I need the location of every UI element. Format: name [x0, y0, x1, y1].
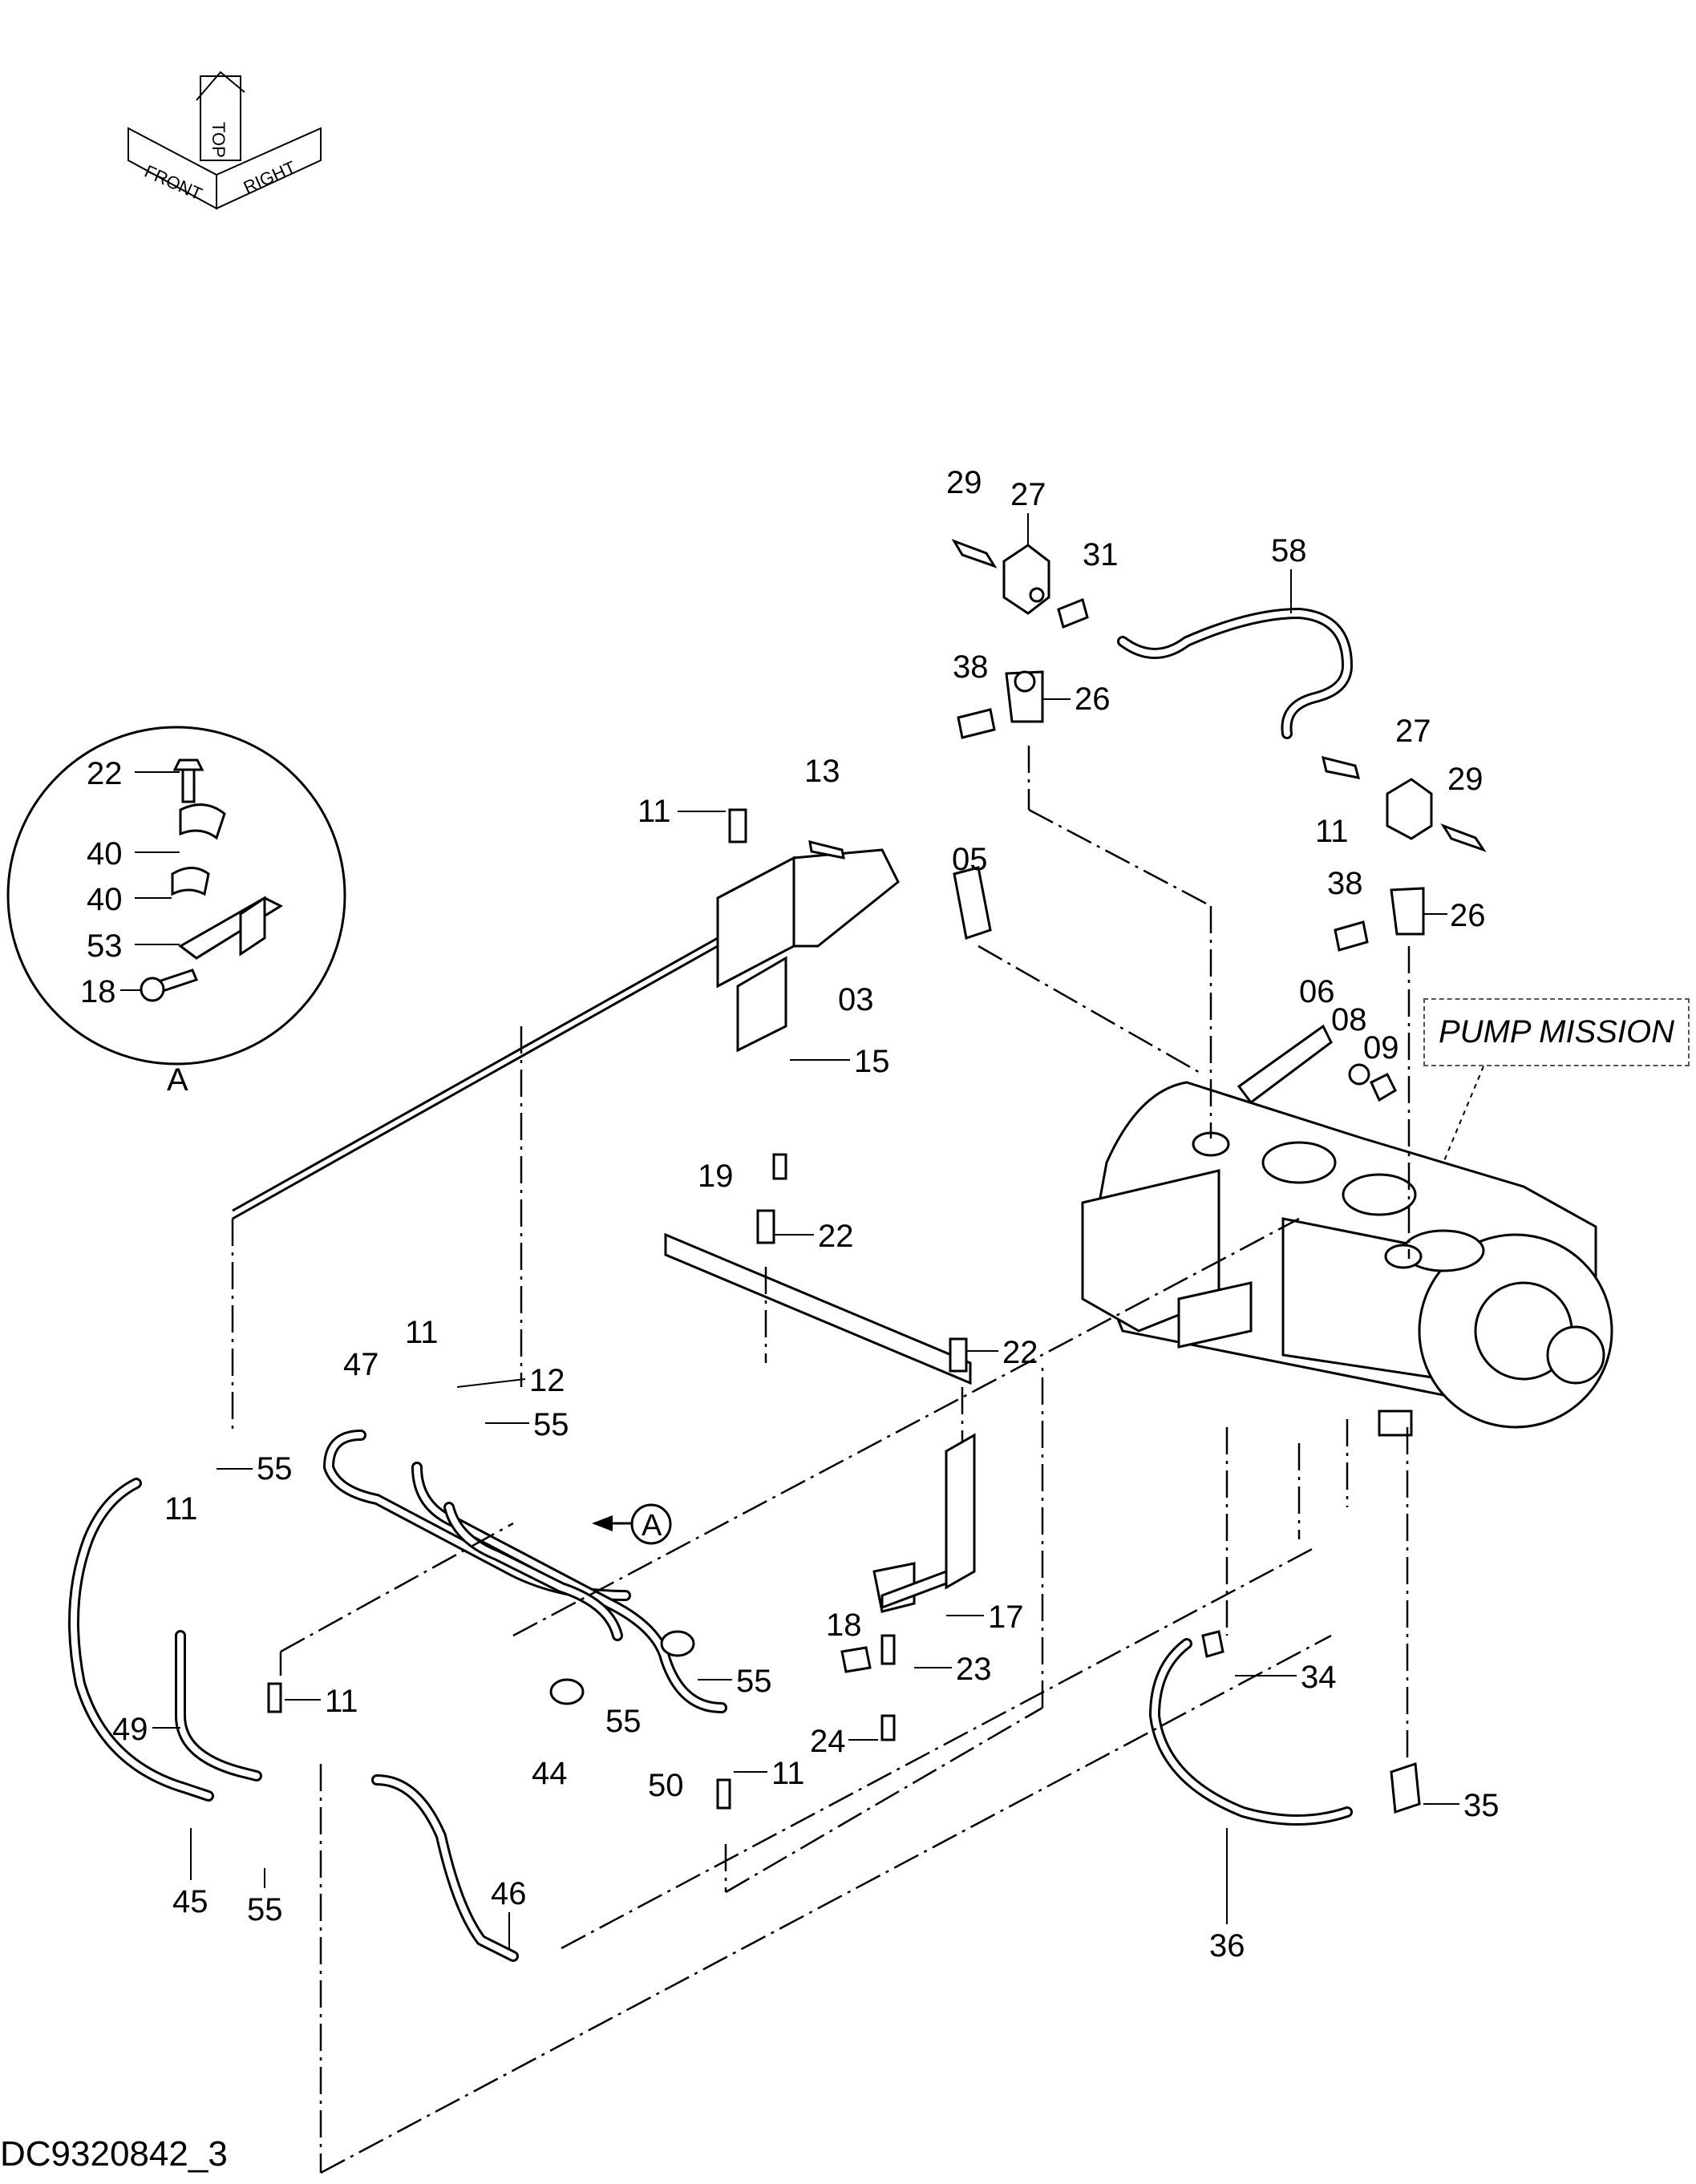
part-label-15: 15: [854, 1044, 890, 1079]
part-label-12: 12: [529, 1363, 565, 1398]
plates: [664, 1024, 1397, 1483]
part-label-26a: 26: [1075, 681, 1111, 717]
part-label-36: 36: [1209, 1928, 1245, 1964]
detail-a-marker: A: [592, 1503, 672, 1545]
part-label-11a: 11: [638, 794, 671, 829]
part-label-24: 24: [810, 1724, 846, 1759]
orientation-icon: FRONT TOP RIGHT: [128, 71, 322, 210]
part-label-27b: 27: [1395, 714, 1431, 749]
part-label-46: 46: [491, 1876, 527, 1911]
detail-a-marker-label: A: [642, 1509, 662, 1543]
part-label-55b: 55: [257, 1451, 293, 1486]
pump-assembly: [1081, 1081, 1613, 1437]
part-label-27a: 27: [1010, 477, 1046, 512]
detail-label-40b: 40: [87, 882, 123, 917]
orientation-top-label: TOP: [208, 122, 229, 158]
part-label-29b: 29: [1447, 762, 1483, 797]
part-label-29a: 29: [946, 465, 982, 500]
hose-group-left: [68, 1430, 1421, 1962]
part-label-26b: 26: [1450, 898, 1486, 933]
part-label-11c: 11: [405, 1315, 439, 1350]
sensor-assembly-upper: [951, 539, 1487, 1259]
part-label-17: 17: [988, 1600, 1024, 1635]
part-label-11f: 11: [771, 1756, 805, 1791]
detail-label-22: 22: [87, 756, 123, 791]
part-label-58: 58: [1271, 533, 1307, 568]
part-label-55e: 55: [247, 1892, 283, 1927]
part-label-11e: 11: [325, 1684, 358, 1719]
part-label-34: 34: [1301, 1660, 1337, 1695]
part-label-06: 06: [1299, 974, 1335, 1009]
part-label-38b: 38: [1327, 866, 1363, 901]
part-label-08: 08: [1331, 1002, 1367, 1037]
part-label-44: 44: [532, 1756, 568, 1791]
part-label-55a: 55: [533, 1407, 569, 1442]
detail-a-circle: 22 40 40 53 18 A: [6, 726, 346, 1098]
part-label-55d: 55: [605, 1704, 642, 1739]
orientation-front-label: FRONT: [141, 161, 204, 204]
part-label-22b: 22: [1002, 1335, 1038, 1370]
part-label-35: 35: [1463, 1788, 1500, 1823]
part-label-31: 31: [1083, 537, 1119, 572]
detail-label-18: 18: [80, 974, 116, 1009]
reference-lines: [231, 1026, 1484, 2174]
part-label-49: 49: [112, 1712, 148, 1747]
part-label-18a: 18: [826, 1608, 862, 1643]
part-label-19: 19: [698, 1159, 734, 1194]
orientation-right-label: RIGHT: [241, 157, 299, 198]
pump-mission-callout: PUMP MISSION: [1423, 998, 1690, 1066]
part-label-45: 45: [172, 1884, 208, 1919]
part-label-13: 13: [804, 754, 840, 789]
part-labels: 29 27 31 58 38 26 27 29 11 13 05 11 38 2…: [112, 465, 1500, 1964]
detail-label-a: A: [167, 1062, 188, 1098]
part-label-09: 09: [1363, 1030, 1399, 1066]
part-label-50: 50: [648, 1768, 684, 1803]
part-label-22a: 22: [818, 1219, 854, 1254]
part-label-38a: 38: [953, 649, 989, 685]
part-label-03: 03: [838, 982, 874, 1017]
part-label-55c: 55: [736, 1664, 772, 1699]
document-id: DC9320842_3: [0, 2134, 228, 2174]
bracket-assembly: [232, 808, 1204, 1220]
part-label-23: 23: [956, 1652, 992, 1687]
detail-label-53: 53: [87, 928, 123, 964]
part-label-11d: 11: [164, 1491, 198, 1527]
detail-label-40a: 40: [87, 836, 123, 872]
part-label-05: 05: [952, 842, 988, 877]
part-label-47: 47: [343, 1347, 379, 1382]
part-label-11b: 11: [1315, 814, 1349, 849]
